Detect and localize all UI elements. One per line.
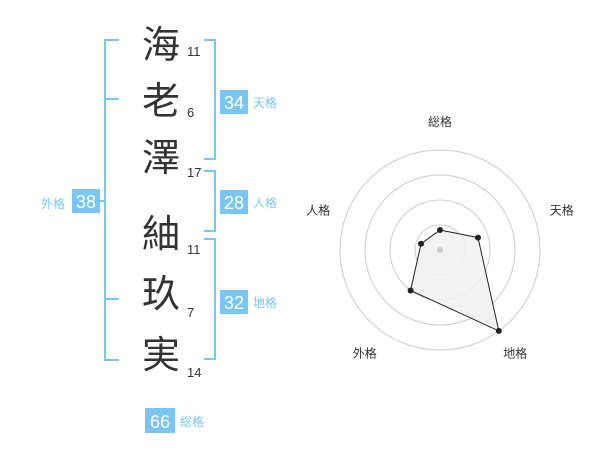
- tenkaku-box: [220, 90, 248, 114]
- radar-ring-4: [339, 149, 541, 351]
- gaikaku-label: 外格: [41, 196, 65, 211]
- score-gaikaku: 外格 38: [41, 189, 100, 213]
- stroke-count-5: 7: [187, 305, 194, 320]
- radar-axis-label-2: 天格: [550, 202, 574, 217]
- name-char-6: 実: [142, 333, 180, 377]
- tenkaku-bracket: [204, 39, 216, 160]
- stroke-count-6: 14: [187, 365, 201, 380]
- chikaku-box: [220, 290, 248, 314]
- radar-point-4: [407, 287, 414, 294]
- score-soukaku: 66 総格: [145, 408, 204, 433]
- gaikaku-box: [72, 189, 100, 213]
- stroke-count-1: 11: [187, 44, 201, 59]
- radar-axis-label-4: 外格: [353, 346, 377, 361]
- radar-axis-label-1: 総格: [428, 114, 452, 129]
- outer-bracket: [104, 39, 119, 361]
- radar-center-dot: [437, 247, 443, 253]
- name-char-5: 玖: [142, 272, 180, 316]
- name-char-1: 海: [142, 23, 180, 67]
- brackets: [99, 39, 216, 361]
- jinkaku-bracket: [204, 170, 216, 232]
- soukaku-value: 66: [150, 412, 170, 432]
- name-column: 海 11 老 6 澤 17 紬 11 玖 7 実 14: [142, 23, 201, 380]
- score-jinkaku: 28 人格: [220, 190, 277, 214]
- name-char-2: 老: [142, 79, 180, 123]
- radar-point-3: [495, 327, 502, 334]
- chikaku-value: 32: [224, 293, 244, 313]
- jinkaku-value: 28: [224, 193, 244, 213]
- stroke-count-3: 17: [187, 165, 201, 180]
- tenkaku-value: 34: [224, 93, 244, 113]
- jinkaku-label: 人格: [253, 195, 277, 210]
- radar-point-2: [475, 234, 481, 241]
- stroke-count-2: 6: [187, 105, 194, 120]
- radar-point-5: [418, 240, 424, 247]
- name-char-3: 澤: [142, 136, 180, 180]
- radar-ring-3: [364, 174, 516, 326]
- radar-point-1: [437, 227, 443, 233]
- radar-axis-label-3: 地格: [503, 346, 527, 361]
- soukaku-box: [145, 408, 175, 433]
- radar-axis-label-5: 人格: [306, 202, 330, 217]
- tenkaku-label: 天格: [253, 95, 277, 110]
- radar-series-shape: [410, 229, 500, 332]
- gaikaku-value: 38: [76, 192, 96, 212]
- soukaku-label: 総格: [180, 414, 204, 429]
- radar-points: [407, 227, 502, 334]
- chikaku-label: 地格: [253, 295, 277, 310]
- score-chikaku: 32 地格: [220, 290, 277, 314]
- jinkaku-box: [220, 190, 248, 214]
- chikaku-bracket: [204, 238, 216, 360]
- stroke-count-4: 11: [187, 242, 201, 257]
- name-char-4: 紬: [142, 212, 180, 256]
- score-tenkaku: 34 天格: [220, 90, 277, 114]
